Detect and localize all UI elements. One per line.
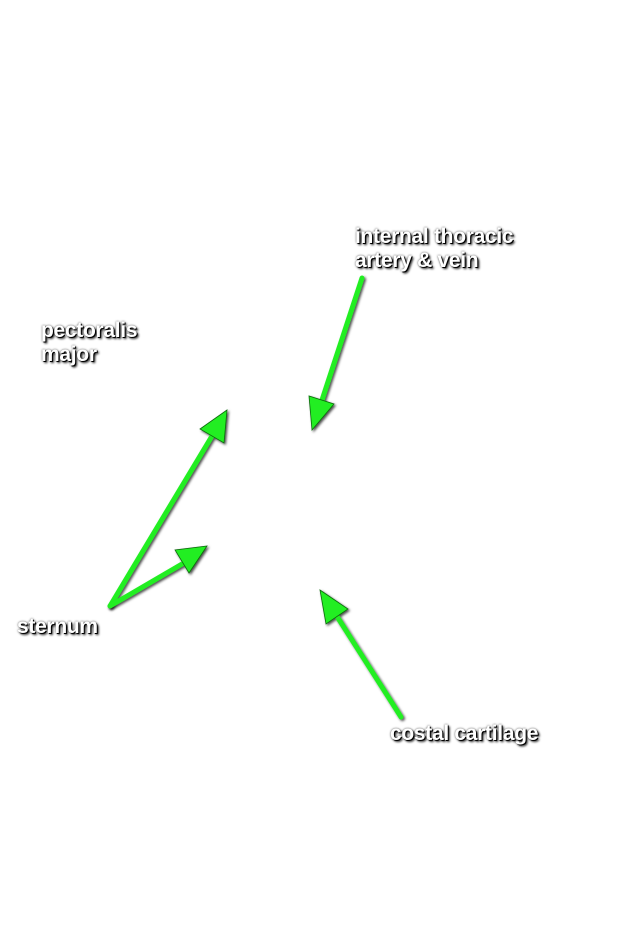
label-internal-thoracic-line1: internal thoracic — [355, 225, 514, 248]
label-pectoralis-line2: major — [41, 343, 97, 366]
arrow-sternum-upper — [107, 409, 228, 609]
label-sternum-text: sternum — [17, 615, 98, 638]
label-pectoralis-major: pectoralis major — [41, 319, 138, 367]
arrow-internal-thoracic — [308, 275, 365, 431]
label-pectoralis-line1: pectoralis — [41, 319, 138, 342]
label-internal-thoracic: internal thoracic artery & vein — [355, 225, 514, 273]
arrow-costal-cartilage — [319, 589, 404, 720]
arrow-sternum-lower — [107, 545, 208, 609]
label-costal-cartilage-text: costal cartilage — [390, 722, 539, 745]
label-costal-cartilage: costal cartilage — [390, 722, 538, 746]
label-sternum: sternum — [17, 615, 98, 639]
label-internal-thoracic-line2: artery & vein — [355, 249, 479, 272]
